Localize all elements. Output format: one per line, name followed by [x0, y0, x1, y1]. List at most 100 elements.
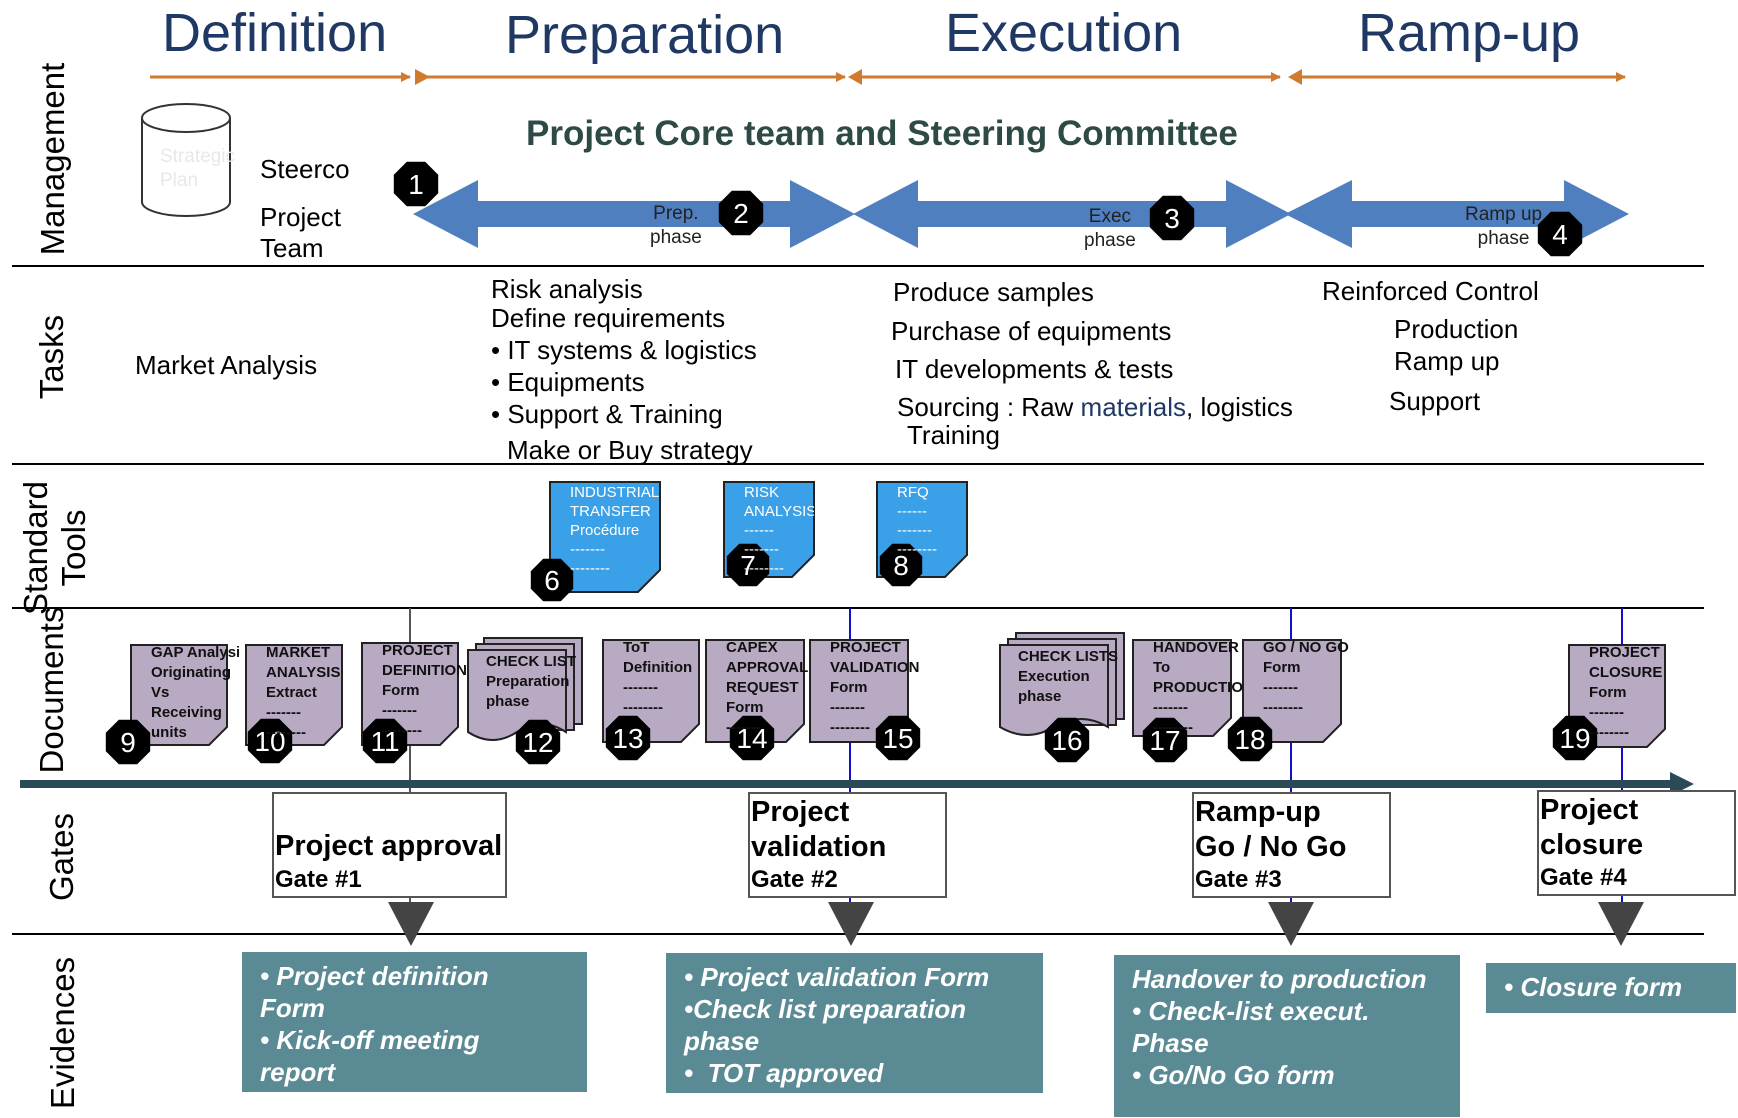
- gate-4-label: Gate #4: [1540, 864, 1627, 891]
- row-label-standard-tools: Standard Tools: [17, 481, 92, 615]
- doc-10-label: MARKET ANALYSIS Extract ------- --------: [266, 644, 341, 741]
- tool-8-number: 8: [893, 550, 909, 581]
- doc-16-label: CHECK LISTS Execution phase: [1018, 648, 1118, 705]
- phase-rampup: Ramp-up: [1358, 3, 1581, 63]
- row-label-gates: Gates: [43, 812, 80, 902]
- task-market-analysis: Market Analysis: [135, 350, 318, 380]
- row-label-management: Management: [34, 62, 71, 256]
- doc-17-sheet: [1132, 639, 1232, 737]
- management-markers: 1 2 3 4: [393, 161, 1583, 257]
- gate-1-label: Gate #1: [275, 866, 362, 893]
- doc-14-badge: [729, 715, 775, 761]
- doc-14-sheet: [705, 639, 805, 743]
- project-team-label: Project Team: [260, 202, 341, 264]
- phase-preparation: Preparation: [505, 5, 785, 65]
- row-label-evidences: Evidences: [44, 956, 81, 1110]
- marker-4-badge: [1537, 211, 1583, 257]
- gate-1-title: Project approval: [275, 830, 503, 862]
- doc-18-label: GO / NO GO Form ------- --------: [1263, 639, 1349, 716]
- steerco-label: Steerco: [260, 154, 350, 184]
- doc-18-badge: [1227, 716, 1273, 762]
- doc-11-label: PROJECT DEFINITION Form ------- --------: [382, 642, 467, 739]
- task-ramp-2: Ramp up: [1394, 346, 1500, 376]
- exec-phase-label: Exec phase: [1084, 206, 1136, 251]
- sourcing-text: Sourcing : Raw materials, logistics: [897, 392, 1293, 422]
- doc-18-number: 18: [1234, 724, 1265, 755]
- tool-7-label: RISK ANALYSIS ------ ------- --------: [744, 484, 814, 576]
- doc-11-badge: [362, 718, 408, 764]
- doc-19-number: 19: [1559, 723, 1590, 754]
- doc-10-badge: [247, 718, 293, 764]
- phase-execution: Execution: [945, 3, 1183, 63]
- doc-16-number: 16: [1051, 725, 1082, 756]
- marker-3-number: 3: [1164, 203, 1180, 234]
- phase-arrows: [150, 69, 1626, 85]
- doc-15-badge: [875, 715, 921, 761]
- materials-highlight: materials: [1080, 392, 1187, 422]
- doc-12-number: 12: [522, 727, 553, 758]
- task-exec-3: Sourcing : Raw materials, logistics: [897, 392, 1293, 423]
- doc-13-badge: [605, 715, 651, 761]
- marker-2-badge: [718, 190, 764, 236]
- gate-4-title: Project closure: [1540, 794, 1644, 861]
- evidence-gate-2: • Project validation Form •Check list pr…: [666, 953, 1043, 1093]
- doc-17-number: 17: [1149, 725, 1180, 756]
- evidence-gate-3: Handover to production • Check-list exec…: [1114, 955, 1460, 1117]
- evidence-gate-1: • Project definition Form • Kick-off mee…: [242, 952, 587, 1092]
- doc-9-label: GAP Analysis Originating Vs Receiving un…: [151, 644, 239, 741]
- tool-6-badge: [530, 558, 574, 602]
- tool-6-number: 6: [544, 565, 560, 596]
- task-prep-5: Make or Buy strategy: [507, 435, 753, 465]
- doc-10-number: 10: [254, 726, 285, 757]
- doc-19-label: PROJECT CLOSURE Form ------- --------: [1589, 644, 1663, 741]
- rampup-phase-label: Ramp up phase: [1465, 204, 1543, 249]
- doc-9-badge: [105, 719, 151, 765]
- tool-8-badge: [879, 543, 923, 587]
- marker-1-badge: [393, 161, 439, 207]
- row-label-documents: Documents: [33, 606, 70, 774]
- tool-6-label: INDUSTRIAL TRANSFER Procédure ------- --…: [570, 484, 660, 577]
- row-separators: [12, 265, 1704, 935]
- doc-17-badge: [1142, 717, 1188, 763]
- doc-11-number: 11: [370, 726, 399, 757]
- gate-3-label: Gate #3: [1195, 866, 1282, 893]
- task-exec-1: Purchase of equipments: [891, 316, 1172, 346]
- gate-2-label: Gate #2: [751, 866, 838, 893]
- task-ramp-3: Support: [1389, 386, 1481, 416]
- task-prep-1: Define requirements: [491, 303, 726, 333]
- task-ramp-0: Reinforced Control: [1322, 276, 1539, 306]
- strategic-plan-cylinder: [141, 103, 231, 217]
- cylinder-label: Strategic Plan: [160, 146, 235, 191]
- marker-3-badge: [1149, 195, 1195, 241]
- task-exec-0: Produce samples: [893, 277, 1094, 307]
- doc-14-number: 14: [736, 723, 767, 754]
- marker-2-number: 2: [733, 198, 749, 229]
- doc-15-number: 15: [882, 723, 913, 754]
- gate-2-title: Project validation: [751, 796, 887, 863]
- marker-4-number: 4: [1552, 219, 1568, 250]
- gate-1-box: [272, 792, 507, 898]
- task-prep-4: • Support & Training: [491, 399, 723, 429]
- management-banner: Project Core team and Steering Committee: [526, 114, 1238, 153]
- task-ramp-1: Production: [1394, 314, 1519, 344]
- tool-7-badge: [726, 543, 770, 587]
- doc-15-label: PROJECT VALIDATION Form ------- --------: [830, 639, 920, 736]
- doc-13-label: ToT Definition ------- --------: [623, 639, 693, 716]
- doc-17-label: HANDOVER To PRODUCTION ------- --------: [1153, 639, 1243, 732]
- gate-2-box: [748, 792, 947, 898]
- doc-12-label: CHECK LISTS Preparation phase: [486, 653, 576, 710]
- task-prep-0: Risk analysis: [491, 274, 643, 304]
- marker-1-number: 1: [408, 169, 424, 200]
- task-prep-3: • Equipments: [491, 367, 645, 397]
- doc-16-badge: [1044, 717, 1090, 763]
- tool-8-label: RFQ ------ ------- --------: [897, 484, 937, 558]
- gate-triangles: [388, 902, 1644, 946]
- doc-14-label: CAPEX APPROVAL REQUEST Form -------: [726, 639, 809, 736]
- row-label-tasks: Tasks: [33, 314, 70, 400]
- gate-4-box: [1537, 790, 1736, 896]
- prep-phase-label: Prep. phase: [650, 203, 702, 248]
